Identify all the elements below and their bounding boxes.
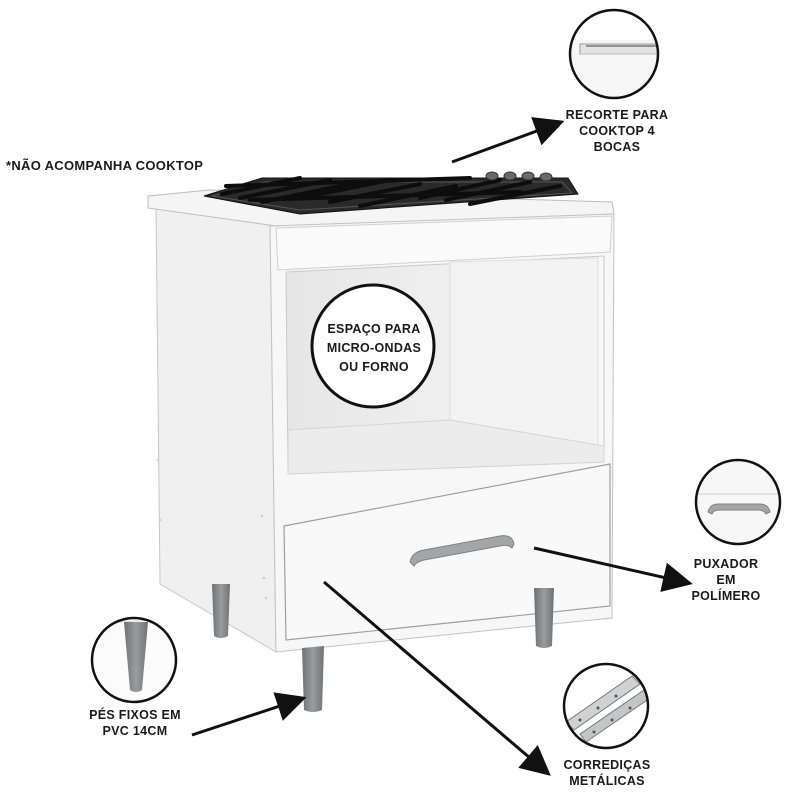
corredicas-line-1: CORREDIÇAS — [563, 758, 651, 772]
recorte-line-2: COOKTOP 4 — [579, 124, 655, 138]
callout-arrows — [191, 117, 693, 776]
arrow-recorte — [451, 117, 565, 164]
puxador-line-1: PUXADOR — [693, 557, 759, 571]
slides-detail — [562, 662, 650, 750]
arrow-corredicas — [323, 580, 551, 776]
leg-detail — [90, 616, 178, 704]
leg-front-left — [302, 646, 324, 712]
drawer-handle — [409, 535, 515, 567]
note-line-1: *NÃO ACOMPANHA COOKTOP — [6, 158, 204, 173]
no-cooktop-note: *NÃO ACOMPANHA COOKTOP — [6, 158, 203, 174]
leg-back-right — [534, 588, 554, 648]
recorte-line-3: BOCAS — [593, 140, 641, 154]
cabinet-top-rail — [275, 215, 613, 271]
callout-corredicas: CORREDIÇAS METÁLICAS — [548, 757, 666, 789]
pes-line-1: PÉS FIXOS EM — [89, 708, 181, 722]
oven-niche-shelf — [287, 419, 605, 475]
leg-back-left — [212, 584, 230, 638]
pes-line-2: PVC 14CM — [102, 724, 168, 738]
cabinet-legs — [212, 584, 554, 712]
cabinet — [147, 189, 615, 653]
side-panel-holes — [156, 458, 268, 600]
cooktop-cutout-detail — [568, 8, 660, 100]
handle-detail — [694, 458, 782, 546]
puxador-line-2: EM — [716, 573, 736, 587]
oven-niche-back — [449, 257, 599, 447]
callout-pes: PÉS FIXOS EM PVC 14CM — [70, 707, 200, 739]
espaco-line-3: OU FORNO — [339, 360, 409, 374]
recorte-line-1: RECORTE PARA — [565, 108, 669, 122]
puxador-line-3: POLÍMERO — [691, 589, 761, 603]
callout-puxador: PUXADOR EM POLÍMERO — [688, 556, 764, 604]
arrow-pes — [191, 692, 307, 737]
callout-espaco: ESPAÇO PARA MICRO-ONDAS OU FORNO — [306, 320, 442, 377]
espaco-line-2: MICRO-ONDAS — [326, 341, 422, 355]
drawer-slide-icon — [565, 675, 648, 743]
callout-recorte: RECORTE PARA COOKTOP 4 BOCAS — [552, 107, 682, 155]
espaco-line-1: ESPAÇO PARA — [327, 322, 421, 336]
cooktop — [203, 171, 579, 215]
cabinet-leg-icon — [124, 622, 148, 692]
corredicas-line-2: METÁLICAS — [569, 774, 645, 788]
oven-space-circle — [310, 283, 436, 409]
drawer-handle-icon — [707, 503, 771, 515]
arrow-puxador — [533, 546, 693, 592]
